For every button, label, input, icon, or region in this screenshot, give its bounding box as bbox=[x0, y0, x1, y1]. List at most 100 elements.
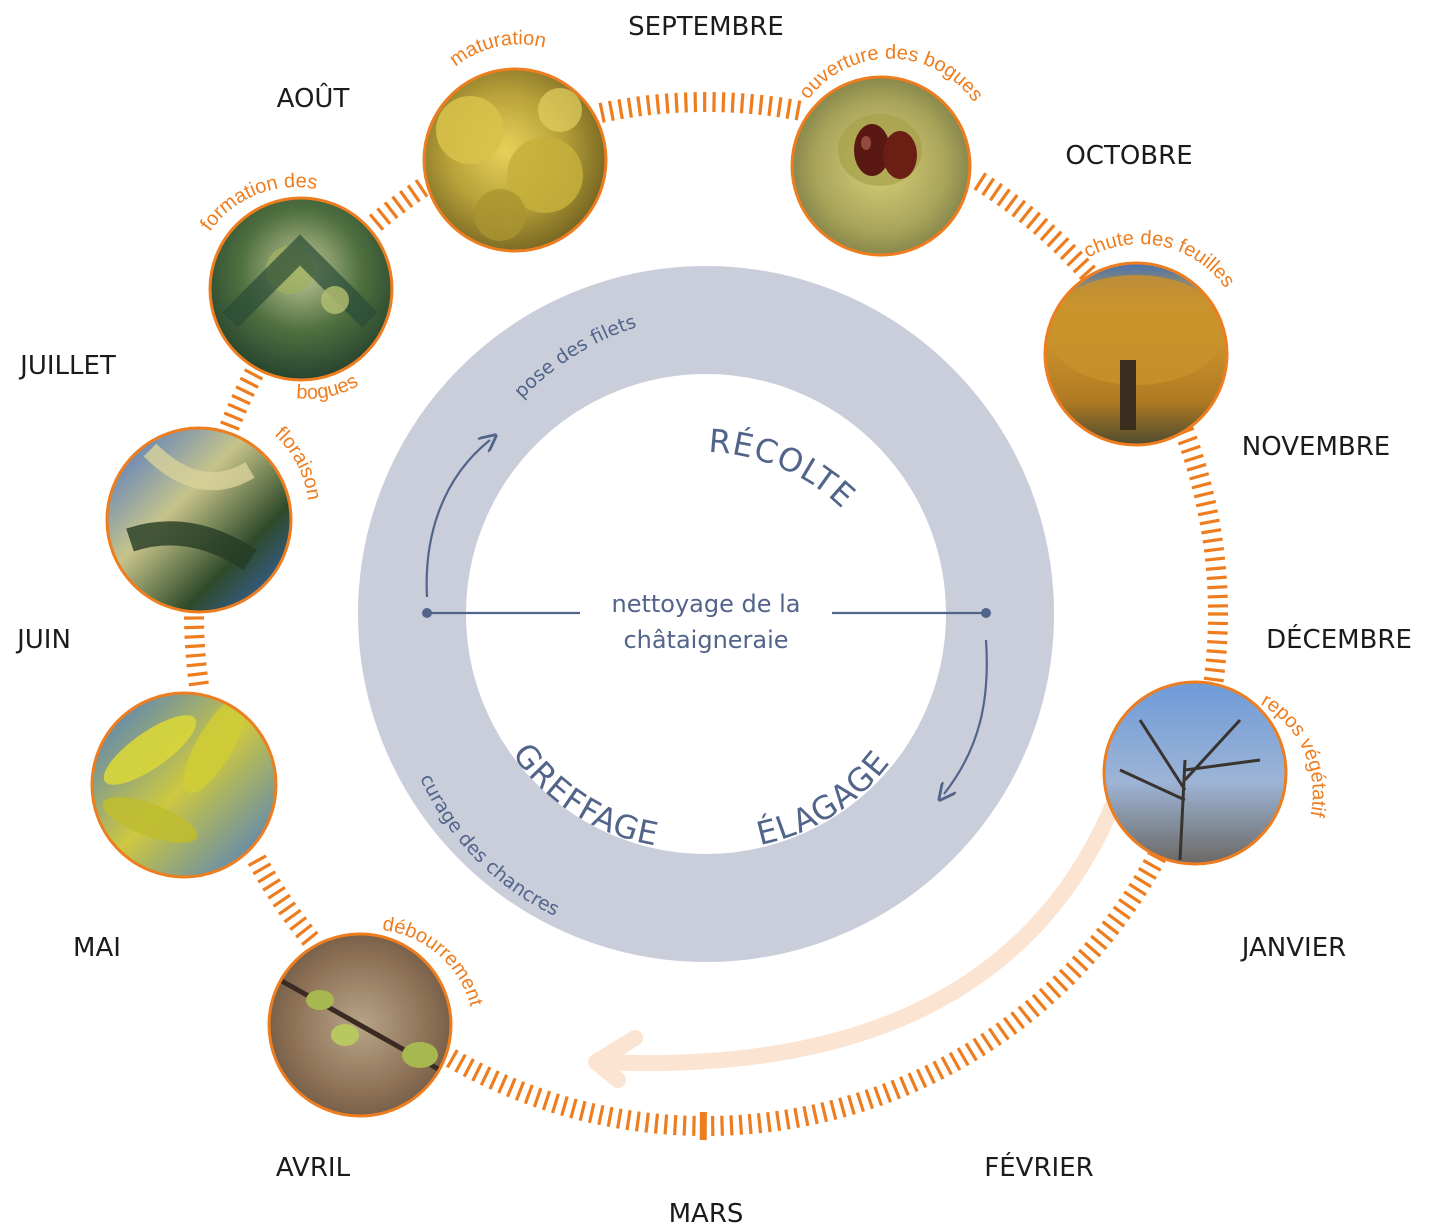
ring-tick bbox=[881, 1083, 893, 1103]
ring-tick bbox=[1203, 676, 1224, 683]
ring-tick bbox=[1142, 859, 1162, 872]
ring-tick bbox=[1038, 987, 1055, 1005]
ring-tick bbox=[616, 1108, 623, 1129]
ring-tick bbox=[406, 184, 421, 203]
ring-tick bbox=[1101, 920, 1120, 936]
ring-tick bbox=[655, 94, 661, 115]
ring-tick bbox=[1078, 264, 1096, 281]
ring-tick bbox=[956, 1047, 970, 1067]
task-arrows bbox=[422, 440, 991, 794]
ring-tick bbox=[223, 411, 244, 423]
ring-tick bbox=[802, 1106, 810, 1127]
ring-tick bbox=[262, 878, 281, 892]
ring-tick bbox=[730, 92, 735, 113]
ring-tick bbox=[541, 1090, 552, 1111]
month-mars: MARS bbox=[669, 1199, 744, 1229]
ring-tick bbox=[721, 92, 726, 113]
ring-tick bbox=[864, 1089, 875, 1110]
ring-tick bbox=[235, 385, 255, 397]
ring-tick bbox=[532, 1087, 543, 1108]
ring-tick bbox=[1052, 975, 1069, 992]
ring-tick bbox=[924, 1064, 936, 1085]
repos-photo bbox=[1102, 680, 1288, 866]
ring-tick bbox=[184, 625, 205, 630]
ring-tick bbox=[1183, 453, 1204, 463]
ring-tick bbox=[454, 1053, 467, 1073]
ring-tick bbox=[1128, 882, 1147, 897]
month-septembre: SEPTEMBRE bbox=[628, 12, 784, 42]
ring-tick bbox=[220, 420, 240, 431]
stage-maturation: maturation bbox=[446, 27, 548, 71]
ring-tick bbox=[981, 177, 996, 197]
ring-tick bbox=[775, 1110, 782, 1132]
ring-tick bbox=[1066, 250, 1083, 267]
ring-tick bbox=[1205, 566, 1227, 571]
ring-tick bbox=[1202, 537, 1223, 544]
ring-tick bbox=[1191, 481, 1212, 490]
ring-tick bbox=[186, 662, 207, 668]
ring-tick bbox=[597, 1104, 605, 1126]
ring-tick bbox=[1207, 639, 1228, 645]
return-arrow bbox=[588, 792, 1123, 1088]
ring-tick bbox=[1004, 193, 1019, 212]
ring-tick bbox=[267, 886, 286, 900]
ring-tick bbox=[1193, 490, 1214, 499]
month-mai: MAI bbox=[73, 933, 121, 963]
month-decembre: DÉCEMBRE bbox=[1266, 623, 1412, 655]
ring-tick bbox=[1203, 546, 1225, 553]
ring-tick bbox=[243, 368, 264, 381]
ring-tick bbox=[445, 1049, 459, 1069]
ring-tick bbox=[1205, 658, 1226, 664]
ring-tick bbox=[829, 1099, 838, 1120]
ring-tick bbox=[873, 1086, 884, 1107]
ring-tick bbox=[1032, 217, 1049, 236]
ring-tick bbox=[185, 653, 206, 658]
ring-tick bbox=[987, 1027, 1002, 1046]
ring-tick bbox=[1204, 556, 1226, 562]
ring-tick bbox=[820, 1102, 829, 1123]
ring-tick bbox=[915, 1068, 928, 1089]
ring-tick bbox=[188, 680, 209, 687]
ring-tick bbox=[301, 930, 319, 946]
ring-tick bbox=[855, 1092, 865, 1113]
ring-tick bbox=[1112, 905, 1131, 920]
ring-tick bbox=[514, 1081, 526, 1101]
ring-tick bbox=[1107, 913, 1126, 928]
season-ring bbox=[184, 91, 1228, 1141]
ring-tick bbox=[948, 1051, 962, 1071]
center-line-2: châtaigneraie bbox=[623, 626, 788, 654]
ring-tick bbox=[252, 862, 272, 876]
ring-tick bbox=[560, 1095, 569, 1117]
ring-tick bbox=[672, 1114, 678, 1136]
ring-tick bbox=[1011, 199, 1027, 218]
ring-tick bbox=[497, 1074, 509, 1094]
ring-tick bbox=[739, 93, 745, 114]
ring-tick bbox=[462, 1058, 475, 1078]
ring-tick bbox=[1204, 667, 1226, 673]
ring-tick bbox=[398, 189, 414, 209]
ring-tick bbox=[907, 1072, 919, 1093]
ring-tick bbox=[758, 94, 764, 116]
ring-tick bbox=[376, 207, 392, 225]
ring-tick bbox=[989, 182, 1003, 202]
ring-tick bbox=[756, 1113, 763, 1134]
ring-tick bbox=[1189, 472, 1210, 481]
ring-tick bbox=[1053, 237, 1070, 254]
ring-tick bbox=[1206, 575, 1227, 581]
ring-tick bbox=[1017, 1005, 1033, 1024]
ring-tick bbox=[1197, 509, 1219, 517]
ring-tick bbox=[1018, 205, 1034, 224]
ring-tick bbox=[278, 901, 297, 916]
month-novembre: NOVEMBRE bbox=[1242, 432, 1390, 462]
ring-tick bbox=[617, 99, 624, 120]
ring-tick bbox=[1177, 435, 1198, 446]
ring-tick bbox=[184, 643, 206, 649]
floraison-photo bbox=[105, 426, 293, 614]
ring-tick bbox=[1077, 948, 1095, 965]
ring-tick bbox=[295, 923, 313, 939]
ring-tick bbox=[1031, 993, 1048, 1012]
ring-tick bbox=[1025, 211, 1042, 230]
ring-tick bbox=[1133, 874, 1152, 889]
ring-tick bbox=[1186, 462, 1207, 472]
